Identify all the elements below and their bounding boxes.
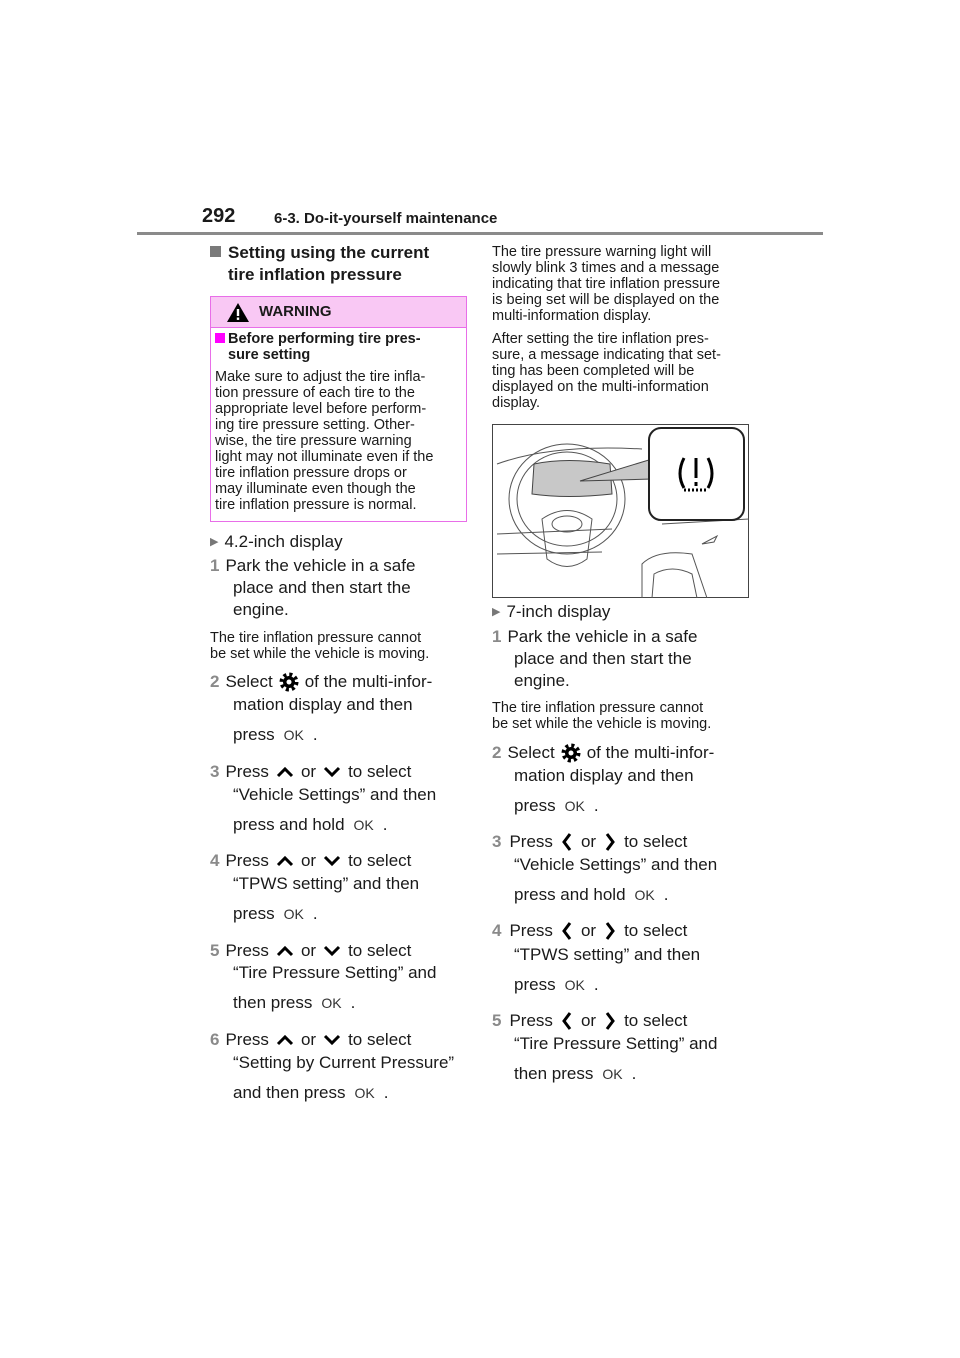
triangle-bullet-icon: ▶ xyxy=(210,536,219,548)
ok-button-icon: OK xyxy=(283,906,304,922)
step-4-line2: “TPWS setting” and then xyxy=(233,874,420,893)
triangle-bullet-icon: ▶ xyxy=(492,606,501,618)
chevron-down-icon xyxy=(322,766,342,778)
warning-header: WARNING xyxy=(211,297,466,328)
display-label-7: ▶7-inch display xyxy=(492,602,611,621)
step-6-line2: “Setting by Current Pressure” xyxy=(233,1053,455,1072)
square-bullet-icon xyxy=(210,246,221,257)
paragraph-completed: After setting the tire inflation pres-su… xyxy=(492,331,721,411)
warning-subheading-line2: sure setting xyxy=(228,347,311,363)
step-3-7in-line2: “Vehicle Settings” and then xyxy=(514,855,718,874)
chevron-down-icon xyxy=(322,855,342,867)
chevron-up-icon xyxy=(275,945,295,957)
chevron-left-icon xyxy=(561,832,573,852)
dashboard-illustration xyxy=(492,424,749,598)
header-rule xyxy=(137,232,823,235)
section-heading-line2: tire inflation pressure xyxy=(228,265,402,284)
ok-button-icon: OK xyxy=(634,887,655,903)
ok-button-icon: OK xyxy=(354,1085,375,1101)
step-5-7in-line2: “Tire Pressure Setting” and xyxy=(514,1034,718,1053)
step-1-line3: engine. xyxy=(233,600,289,619)
page-number: 292 xyxy=(202,205,236,227)
step-2-7in-line2: mation display and then xyxy=(514,766,694,785)
chevron-right-icon xyxy=(604,921,616,941)
step-5-line2: “Tire Pressure Setting” and xyxy=(233,963,437,982)
warning-subheading: Before performing tire pres- xyxy=(215,329,421,349)
warning-body: Make sure to adjust the tire infla-tion … xyxy=(215,369,434,513)
chevron-right-icon xyxy=(604,832,616,852)
chevron-up-icon xyxy=(275,855,295,867)
chevron-up-icon xyxy=(275,766,295,778)
ok-button-icon: OK xyxy=(564,977,585,993)
section-title: 6-3. Do-it-yourself maintenance xyxy=(274,210,498,227)
chevron-left-icon xyxy=(561,921,573,941)
ok-button-icon: OK xyxy=(602,1066,623,1082)
display-label-4-2: ▶4.2-inch display xyxy=(210,532,343,551)
warning-triangle-icon xyxy=(227,303,249,322)
ok-button-icon: OK xyxy=(353,817,374,833)
ok-button-icon: OK xyxy=(564,798,585,814)
chevron-down-icon xyxy=(322,945,342,957)
warning-box: WARNING Before performing tire pres- sur… xyxy=(210,296,467,522)
chevron-right-icon xyxy=(604,1011,616,1031)
step-4-7in-line2: “TPWS setting” and then xyxy=(514,945,701,964)
ok-button-icon: OK xyxy=(321,995,342,1011)
chevron-down-icon xyxy=(322,1034,342,1046)
chevron-left-icon xyxy=(561,1011,573,1031)
step-2-line2: mation display and then xyxy=(233,695,413,714)
step-1-7in-line2: place and then start the xyxy=(514,649,692,668)
gear-icon xyxy=(561,743,581,763)
magenta-bullet-icon xyxy=(215,333,225,343)
chevron-up-icon xyxy=(275,1034,295,1046)
warning-title: WARNING xyxy=(259,303,332,320)
gear-icon xyxy=(279,672,299,692)
step-1-7in-line3: engine. xyxy=(514,671,570,690)
section-heading: Setting using the current xyxy=(210,243,429,263)
ok-button-icon: OK xyxy=(283,727,304,743)
step-3-line2: “Vehicle Settings” and then xyxy=(233,785,437,804)
tpms-warning-icon xyxy=(678,457,714,492)
step-1-line2: place and then start the xyxy=(233,578,411,597)
